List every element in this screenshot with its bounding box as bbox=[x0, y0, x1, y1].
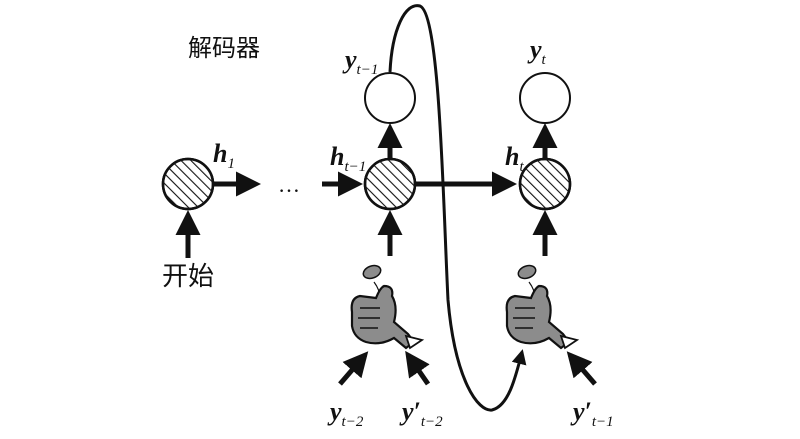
label-h1: h1 bbox=[213, 139, 235, 172]
output-circle-t bbox=[519, 72, 571, 124]
y-t-2-input-arrow bbox=[338, 351, 369, 386]
label-y-t-2: yt−2 bbox=[327, 397, 364, 430]
label-h-t: ht bbox=[505, 142, 524, 175]
label-y-t-1: yt−1 bbox=[342, 45, 378, 78]
label-y-t: yt bbox=[527, 35, 547, 68]
label-yp-t-2: y′t−2 bbox=[399, 397, 443, 430]
start-label: 开始 bbox=[162, 262, 214, 292]
yp-t-1-input-arrow bbox=[566, 351, 597, 386]
yp-t-2-input-arrow bbox=[405, 350, 431, 386]
decoder-title: 解码器 bbox=[188, 34, 260, 62]
label-h-t-1: ht−1 bbox=[330, 142, 366, 175]
coin-flip-hand-icon bbox=[505, 264, 580, 350]
label-yp-t-1: y′t−1 bbox=[570, 397, 614, 430]
coin-flip-hand-icon bbox=[350, 264, 425, 350]
output-circle-t-1 bbox=[364, 72, 416, 124]
feedback-loop-arrow bbox=[388, 4, 527, 412]
ellipsis: … bbox=[278, 172, 300, 197]
